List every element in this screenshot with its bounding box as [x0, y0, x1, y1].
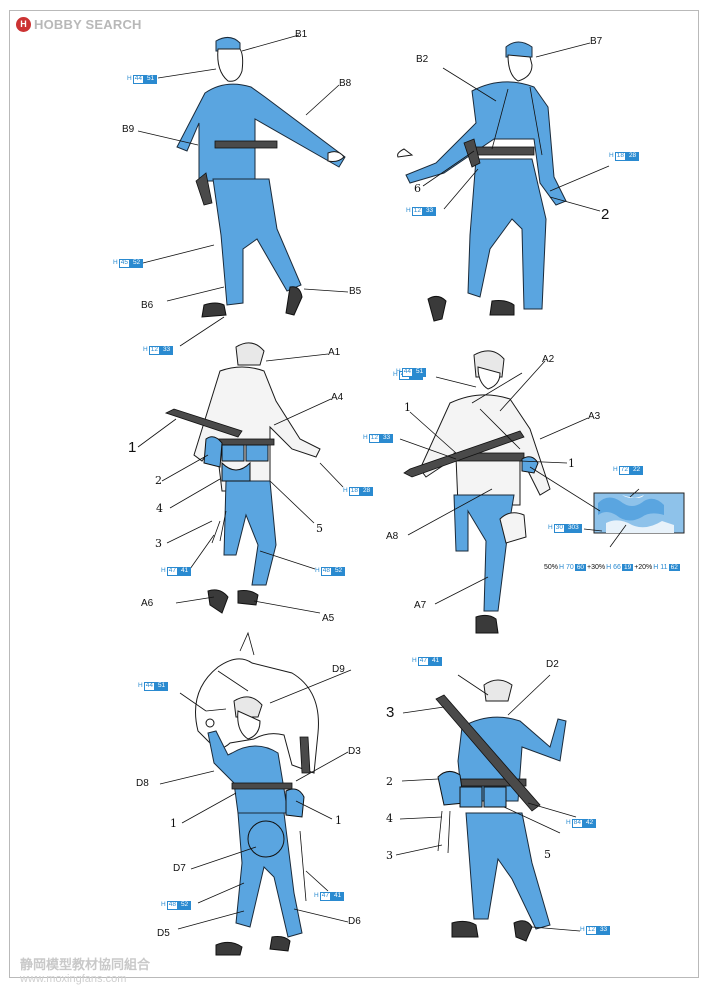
site-watermark: 静岡模型教材協同組合 www.moxingfans.com: [20, 957, 320, 986]
logo-text: HOBBY SEARCH: [34, 16, 142, 32]
label-d3: D3: [348, 746, 361, 757]
camo-swatch: [593, 492, 685, 534]
callout-a-4: 4: [156, 502, 163, 515]
callout-e-3b: 3: [386, 849, 393, 862]
label-a6: A6: [141, 598, 154, 609]
callout-a-5: 5: [316, 522, 323, 535]
callout-e-2: 2: [386, 775, 393, 788]
label-d7: D7: [173, 863, 186, 874]
callout-a8-1: 1: [404, 401, 411, 414]
label-a8: A8: [386, 531, 399, 542]
figure-b-front: [176, 37, 346, 318]
figure-artwork: .u{fill:#5aa5e0;stroke:#1a2a3a;stroke-wi…: [137, 34, 685, 956]
label-b2: B2: [416, 54, 429, 65]
callout-a-1: 1: [128, 439, 137, 456]
label-d5: D5: [157, 928, 170, 939]
logo-badge: H: [16, 16, 31, 32]
figure-d-soldier: [207, 696, 311, 956]
callout-d-1: 1: [170, 817, 177, 830]
site-logo[interactable]: H HOBBY SEARCH: [16, 16, 142, 32]
label-b5: B5: [349, 286, 362, 297]
label-d8: D8: [136, 778, 149, 789]
callout-d-1b: 1: [335, 814, 342, 827]
label-a4: A4: [331, 392, 344, 403]
callout-e-3: 3: [386, 704, 395, 721]
label-d6: D6: [348, 916, 361, 927]
label-d2: D2: [546, 659, 559, 670]
watermark-url: www.moxingfans.com: [20, 972, 127, 985]
instruction-sheet: H HOBBY SEARCH .u{fill:#5aa5e0;stroke:#1…: [9, 10, 699, 985]
label-a3: A3: [588, 411, 601, 422]
leader-lines: [137, 34, 640, 932]
figure-a-left: [164, 342, 321, 614]
callout-6: 6: [414, 182, 421, 195]
label-b7: B7: [590, 36, 603, 47]
label-b9: B9: [122, 124, 135, 135]
callout-a-2: 2: [155, 474, 162, 487]
callout-e-4: 4: [386, 812, 393, 825]
label-a1: A1: [328, 347, 341, 358]
label-a5: A5: [322, 613, 335, 624]
label-a7: A7: [414, 600, 427, 611]
label-d9: D9: [332, 664, 345, 675]
label-a2: A2: [542, 354, 555, 365]
callout-e-5: 5: [544, 848, 551, 861]
figure-e-back: [435, 679, 567, 942]
label-b1: B1: [295, 29, 308, 40]
callout-a8-1b: 1: [568, 457, 575, 470]
label-b6: B6: [141, 300, 154, 311]
label-b8: B8: [339, 78, 352, 89]
callout-a-3: 3: [155, 537, 162, 550]
watermark-title: 静岡模型教材協同組合: [20, 957, 151, 972]
figure-a-right: [403, 350, 551, 634]
figure-b-back: [397, 41, 567, 322]
callout-2-top: 2: [601, 206, 610, 223]
